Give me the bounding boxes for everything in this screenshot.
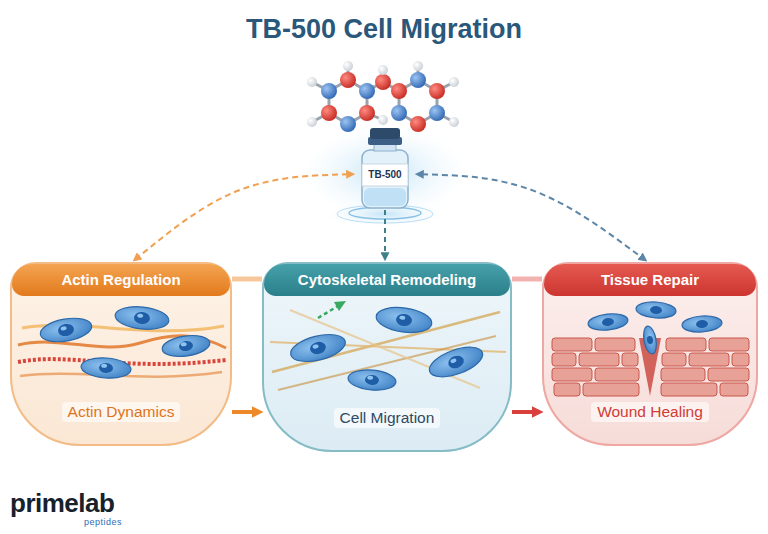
stage-panel: Tissue RepairWound Healing: [542, 262, 758, 446]
stage-panel: Actin RegulationActin Dynamics: [10, 262, 232, 446]
connector-arrow: [512, 410, 534, 414]
header-pill: Actin Regulation: [12, 264, 230, 296]
connector-arrow: [512, 277, 542, 282]
connector-arrow: [138, 174, 348, 257]
stage-panel: Cytoskeletal RemodelingCell Migration: [262, 262, 512, 452]
caption-slot: Actin Dynamics: [12, 402, 230, 422]
connector-arrow: [232, 277, 262, 282]
vial-label: TB-500: [356, 128, 414, 210]
connector-arrow: [232, 410, 254, 414]
brand-subtitle: peptides: [84, 517, 122, 527]
header-pill: Tissue Repair: [544, 264, 756, 296]
panel-heading: Cytoskeletal Remodeling: [298, 271, 476, 288]
connector-arrow: [384, 210, 386, 254]
panel-heading: Actin Regulation: [61, 271, 180, 288]
vial-text: TB-500: [356, 166, 414, 184]
panel-heading: Tissue Repair: [601, 271, 699, 288]
header-pill: Cytoskeletal Remodeling: [264, 264, 510, 296]
panel-caption: Actin Dynamics: [62, 402, 181, 422]
panel-caption: Wound Healing: [591, 402, 709, 422]
caption-slot: Cell Migration: [264, 408, 510, 428]
panel-caption: Cell Migration: [334, 408, 441, 428]
connector-arrow: [422, 174, 642, 257]
caption-slot: Wound Healing: [544, 402, 756, 422]
diagram-title: TB-500 Cell Migration: [0, 14, 768, 45]
brand-logo: primelab: [10, 488, 114, 519]
